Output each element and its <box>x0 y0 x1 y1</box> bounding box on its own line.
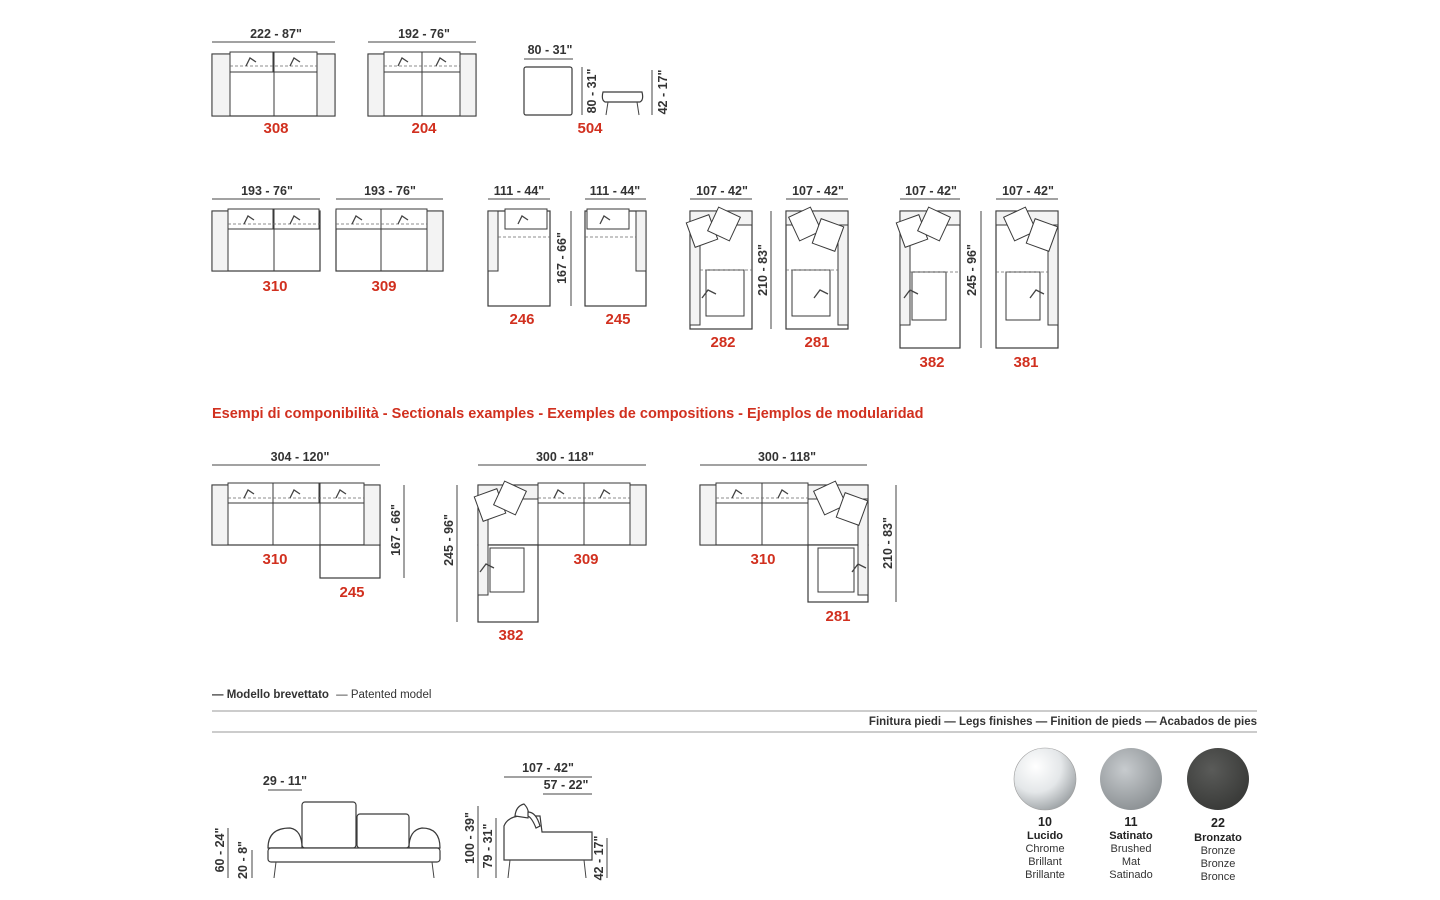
front-elevation: 29 - 11" 60 - 24" 20 - 8" <box>213 774 441 879</box>
module-281-depth: 210 - 83" <box>756 244 770 296</box>
example-1-code-a: 310 <box>262 551 287 568</box>
module-504-code: 504 <box>577 120 603 137</box>
module-381-code: 381 <box>1013 354 1038 371</box>
finish-10-en: Chrome <box>1025 843 1064 855</box>
module-382-code: 382 <box>919 354 944 371</box>
example-2: 300 - 118" 245 - 96" 309 382 <box>442 450 647 644</box>
finish-swatch-bronze <box>1187 748 1249 810</box>
finish-10-es: Brillante <box>1025 869 1065 881</box>
seat-depth: 57 - 22" <box>544 778 589 792</box>
example-2-code-a: 309 <box>573 551 598 568</box>
module-504-height: 42 - 17" <box>656 70 670 115</box>
module-308-code: 308 <box>263 120 288 137</box>
finish-swatch-chrome <box>1013 747 1077 811</box>
finish-22: 22 Bronzato Bronze Bronze Bronce <box>1187 748 1249 883</box>
finish-22-name: Bronzato <box>1194 832 1242 844</box>
module-309-width: 193 - 76" <box>364 184 416 198</box>
finish-11-es: Satinado <box>1109 869 1152 881</box>
module-245-depth: 167 - 66" <box>555 232 569 284</box>
module-309-code: 309 <box>371 278 396 295</box>
module-381-depth: 245 - 96" <box>965 244 979 296</box>
finish-10-name: Lucido <box>1027 830 1063 842</box>
module-282-code: 282 <box>710 334 735 351</box>
overall-height: 60 - 24" <box>213 828 227 873</box>
module-281: 107 - 42" 281 <box>785 184 849 351</box>
example-1-depth: 167 - 66" <box>389 504 403 556</box>
module-282-width: 107 - 42" <box>696 184 748 198</box>
module-381-width: 107 - 42" <box>1002 184 1054 198</box>
module-309: 193 - 76" 309 <box>335 184 444 295</box>
back-height: 79 - 31" <box>481 824 495 869</box>
example-3-width: 300 - 118" <box>758 450 816 464</box>
finish-10-number: 10 <box>1038 815 1052 829</box>
module-310: 193 - 76" 310 <box>211 184 321 295</box>
side-depth: 107 - 42" <box>522 761 574 775</box>
finish-10: 10 Lucido Chrome Brillant Brillante <box>1013 747 1077 881</box>
finish-11-fr: Mat <box>1122 856 1140 868</box>
headrest-up-height: 100 - 39" <box>463 812 477 864</box>
finish-11-en: Brushed <box>1111 843 1152 855</box>
module-245-width: 111 - 44" <box>590 184 640 198</box>
example-3-code-a: 310 <box>750 551 775 568</box>
finish-11-name: Satinato <box>1109 830 1153 842</box>
leg-height: 20 - 8" <box>236 841 250 879</box>
module-504-width: 80 - 31" <box>528 43 573 57</box>
finish-10-fr: Brillant <box>1028 856 1062 868</box>
module-245-code: 245 <box>605 311 630 328</box>
module-204-code: 204 <box>411 120 437 137</box>
module-382: 107 - 42" 382 <box>895 184 961 371</box>
seat-height: 42 - 17" <box>592 836 606 881</box>
module-204-width: 192 - 76" <box>398 27 450 41</box>
module-281-code: 281 <box>804 334 829 351</box>
example-1-code-b: 245 <box>339 584 364 601</box>
example-3: 300 - 118" 210 - 83" 310 281 <box>699 450 897 625</box>
module-246: 111 - 44" 246 <box>487 184 551 328</box>
module-308-width: 222 - 87" <box>250 27 302 41</box>
finish-swatch-brushed <box>1100 748 1162 810</box>
examples-heading: Esempi di componibilità - Sectionals exa… <box>212 406 923 422</box>
finish-22-fr: Bronze <box>1201 858 1236 870</box>
headrest-dimension: 29 - 11" <box>263 774 307 788</box>
example-2-code-b: 382 <box>498 627 523 644</box>
module-204: 192 - 76" 204 <box>367 27 477 137</box>
finish-22-en: Bronze <box>1201 845 1236 857</box>
patent-note-it: — Modello brevettato <box>212 689 329 701</box>
module-246-width: 111 - 44" <box>494 184 544 198</box>
module-308: 222 - 87" 308 <box>211 27 336 137</box>
module-245: 111 - 44" 245 <box>584 184 647 328</box>
module-310-code: 310 <box>262 278 287 295</box>
example-2-depth: 245 - 96" <box>442 514 456 566</box>
patent-note-en: — Patented model <box>336 689 431 701</box>
finish-11: 11 Satinato Brushed Mat Satinado <box>1100 748 1162 881</box>
legs-heading: Finitura piedi — Legs finishes — Finitio… <box>869 716 1257 728</box>
finish-22-es: Bronce <box>1201 871 1236 883</box>
module-504: 80 - 31" 80 - 31" 42 - 17" 504 <box>523 43 670 137</box>
side-elevation: 107 - 42" 57 - 22" 100 - 39" 79 - 31" 42… <box>463 761 608 881</box>
module-382-width: 107 - 42" <box>905 184 957 198</box>
example-3-code-b: 281 <box>825 608 850 625</box>
example-1: 304 - 120" 167 - 66" 310 245 <box>211 450 405 601</box>
module-310-width: 193 - 76" <box>241 184 293 198</box>
patent-note: — Modello brevettato — Patented model <box>212 689 431 701</box>
example-2-width: 300 - 118" <box>536 450 594 464</box>
finish-11-number: 11 <box>1124 815 1137 829</box>
module-282: 107 - 42" 282 <box>685 184 753 351</box>
module-281-width: 107 - 42" <box>792 184 844 198</box>
example-3-depth: 210 - 83" <box>881 517 895 569</box>
module-246-code: 246 <box>509 311 534 328</box>
module-381: 107 - 42" 381 <box>995 184 1059 371</box>
module-504-depth: 80 - 31" <box>585 69 599 114</box>
finish-22-number: 22 <box>1211 816 1225 830</box>
example-1-width: 304 - 120" <box>271 450 330 464</box>
